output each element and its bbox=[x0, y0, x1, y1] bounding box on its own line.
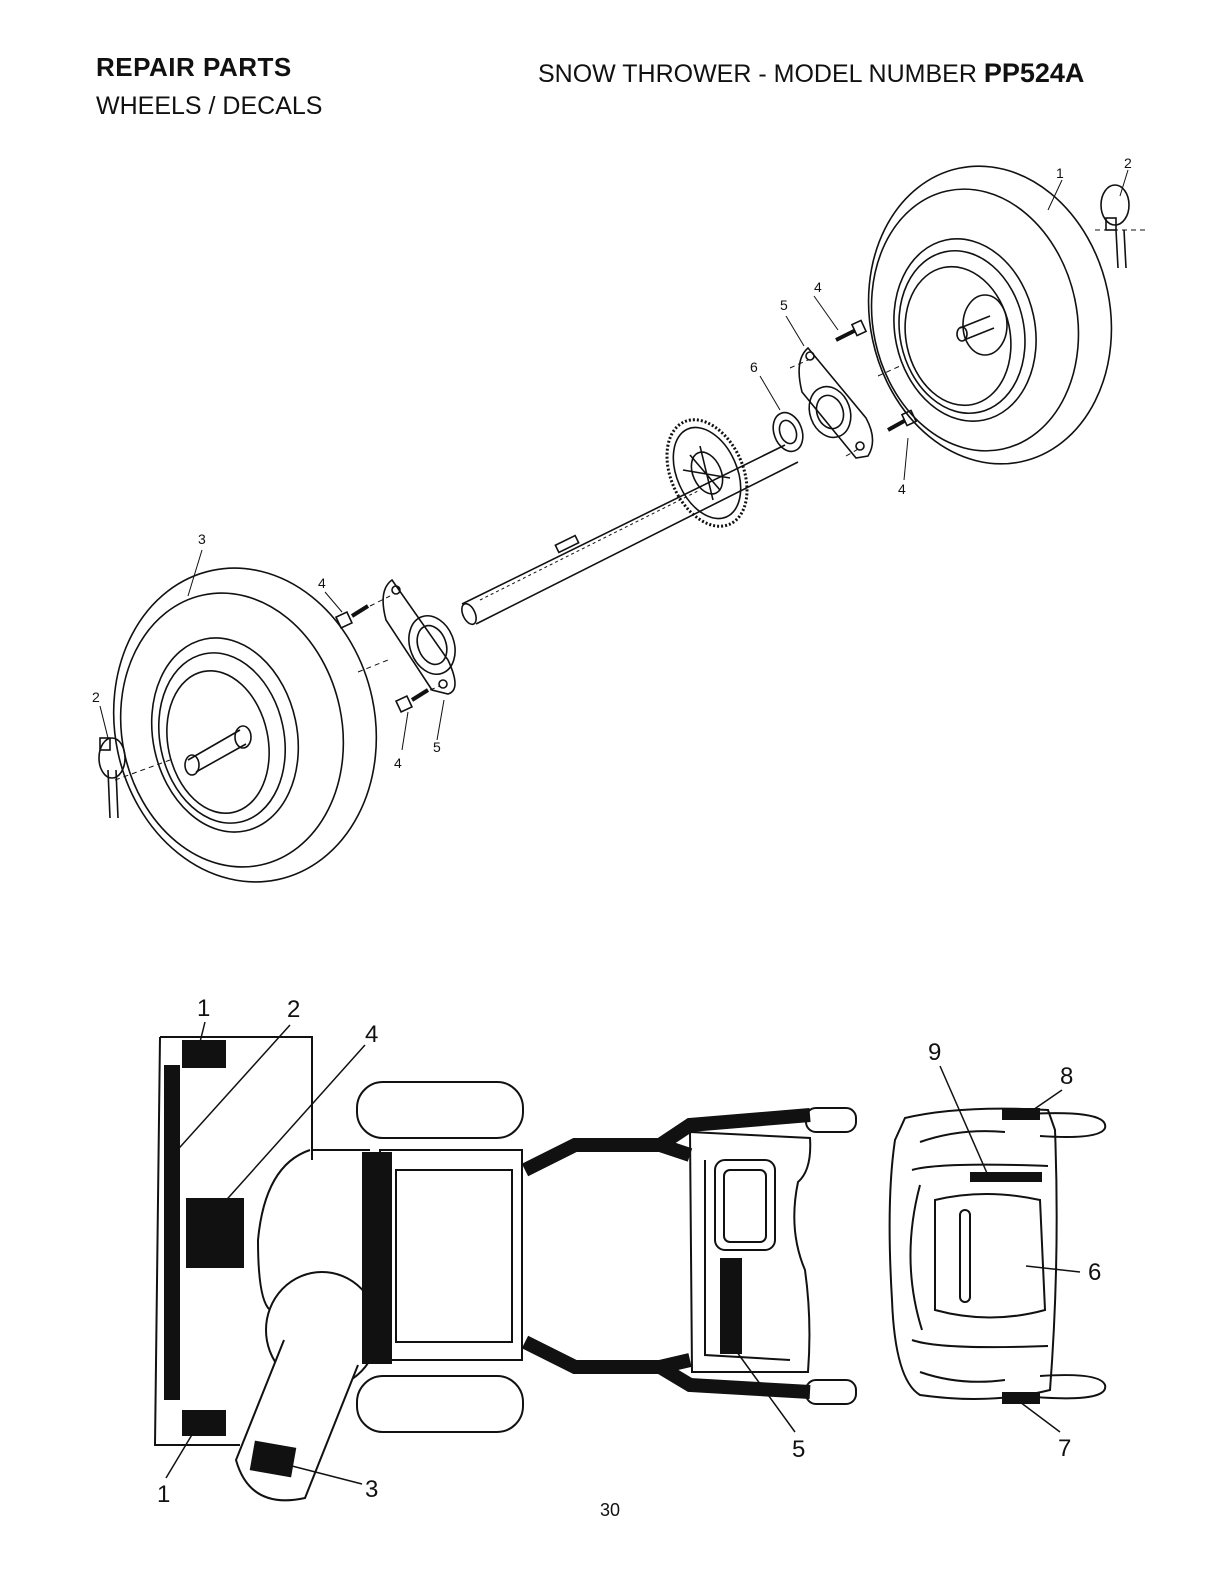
bolt-upper-left bbox=[336, 606, 368, 628]
decal-1-bottom bbox=[182, 1410, 226, 1436]
callout-bolt-upper-right: 4 bbox=[814, 279, 822, 295]
callout-bolt-lower-right: 4 bbox=[898, 481, 906, 497]
callout-pin-right: 2 bbox=[1124, 155, 1132, 171]
callout-bolt-upper-left: 4 bbox=[318, 575, 326, 591]
bearing-plate-right bbox=[799, 348, 872, 458]
wheel-left bbox=[85, 543, 405, 906]
callout-decal-2: 2 bbox=[287, 996, 300, 1023]
bottom-wheel bbox=[357, 1376, 523, 1432]
decal-5 bbox=[720, 1258, 742, 1354]
axle-shaft bbox=[459, 445, 798, 627]
callout-pin-left: 2 bbox=[92, 689, 100, 705]
bottom-grip bbox=[806, 1380, 856, 1404]
callout-wheel-right: 1 bbox=[1056, 165, 1064, 181]
page-number: 30 bbox=[600, 1500, 620, 1521]
axle-gear bbox=[651, 407, 762, 539]
callout-decal-1-bottom: 1 bbox=[157, 1481, 170, 1508]
decal-1-top bbox=[182, 1040, 226, 1068]
callout-wheel-left: 3 bbox=[198, 531, 206, 547]
callout-decal-7: 7 bbox=[1058, 1435, 1071, 1462]
decal-9 bbox=[970, 1172, 1042, 1182]
callout-decal-3: 3 bbox=[365, 1476, 378, 1503]
decal-assembly bbox=[155, 1022, 1105, 1500]
callout-decal-9: 9 bbox=[928, 1039, 941, 1066]
callout-bolt-lower-left: 4 bbox=[394, 755, 402, 771]
callout-plate-left: 5 bbox=[433, 739, 441, 755]
callout-washer: 6 bbox=[750, 359, 758, 375]
wheel-assembly bbox=[85, 143, 1145, 906]
bolt-upper-right bbox=[836, 320, 866, 340]
handle-frame bbox=[525, 1115, 810, 1392]
washer bbox=[768, 408, 808, 455]
control-panel bbox=[690, 1132, 810, 1372]
hairpin-right bbox=[1095, 185, 1145, 268]
top-wheel bbox=[357, 1082, 523, 1138]
callout-decal-1-top: 1 bbox=[197, 995, 210, 1022]
decal-4 bbox=[186, 1198, 244, 1268]
callout-decal-5: 5 bbox=[792, 1436, 805, 1463]
callout-decal-4: 4 bbox=[365, 1021, 378, 1048]
bearing-plate-left bbox=[383, 580, 463, 694]
wheel-right bbox=[841, 143, 1138, 486]
engine-body bbox=[362, 1150, 530, 1364]
rear-view bbox=[890, 1108, 1106, 1404]
top-grip bbox=[806, 1108, 856, 1132]
callout-decal-8: 8 bbox=[1060, 1063, 1073, 1090]
callout-decal-6: 6 bbox=[1088, 1259, 1101, 1286]
decal-2-strip bbox=[164, 1065, 180, 1400]
callout-plate-right: 5 bbox=[780, 297, 788, 313]
hairpin-left bbox=[99, 738, 170, 818]
discharge-chute bbox=[236, 1272, 378, 1500]
bolt-lower-left bbox=[396, 690, 428, 712]
wheel-callouts: 1 2 4 5 6 4 3 4 4 5 2 bbox=[92, 155, 1132, 771]
housing-curve bbox=[258, 1150, 310, 1310]
